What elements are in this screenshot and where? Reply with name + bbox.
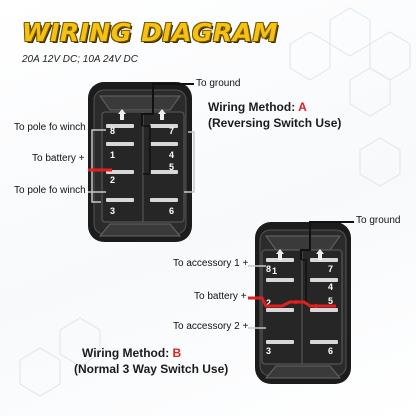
switch-b-usage: (Normal 3 Way Switch Use) [74, 362, 229, 376]
switch-a-ground-wire [141, 83, 194, 126]
switch-b-battery-wire [248, 296, 336, 308]
switch-b-pin-4 [310, 278, 338, 282]
switch-b-pin-label: 2 [266, 298, 271, 308]
switch-a-cross-wire [91, 129, 101, 203]
switch-a-label-pole-bottom: To pole fo winch [14, 185, 86, 196]
switch-b-pin-2 [266, 308, 294, 312]
switch-b-pin-label: 6 [328, 346, 333, 356]
switch-b-jumper-wire [302, 259, 307, 306]
switch-b-label-accessory-1: To accessory 1 + [173, 258, 249, 269]
switch-a-usage: (Reversing Switch Use) [208, 116, 342, 130]
switch-a-method-code: A [298, 100, 307, 114]
switch-b-battery-solder-point [294, 300, 298, 304]
switch-a-pin-label: 5 [169, 162, 174, 172]
switch-b-pin-3 [266, 340, 294, 344]
switch-a-pin-5 [150, 170, 178, 174]
switch-a-pin-6 [150, 198, 178, 202]
switch-a-pin-1 [106, 142, 134, 146]
switch-b-pin-7 [310, 258, 338, 262]
diagram-title: WIRING DIAGRAM [22, 18, 278, 47]
switch-a-label-pole-top: To pole fo winch [14, 122, 86, 133]
switch-b-pin-label: 4 [328, 282, 333, 292]
switch-b-pin-6 [310, 340, 338, 344]
switch-b-lamp-arrow-icon-left [276, 249, 284, 260]
switch-b-top-notch [265, 235, 341, 251]
switch-b-ground-wire [300, 221, 354, 260]
switch-b-pin-label: 3 [266, 346, 271, 356]
switch-b-pin-5 [310, 308, 338, 312]
switch-b-method-prefix: Wiring Method: [82, 346, 173, 360]
switch-b-pin-label: 7 [328, 264, 333, 274]
switch-b-pin-label: 5 [328, 296, 333, 306]
switch-b-pin-label: 1 [272, 266, 277, 276]
switch-a-pin-label: 7 [169, 126, 174, 136]
switch-a-lamp-arrow-icon-left [118, 109, 126, 120]
switch-a-pin-label: 4 [169, 150, 174, 160]
switch-a-lamp-arrow-icon-right [158, 109, 166, 120]
switch-b-method-code: B [172, 346, 182, 360]
switch-b-pin-1 [266, 278, 294, 282]
switch-b-battery-solder-point [314, 304, 318, 308]
switch-a-pin-label: 1 [110, 150, 115, 160]
switch-a-method-prefix: Wiring Method: [208, 100, 299, 114]
switch-a-pin-2 [106, 170, 134, 174]
switch-b-label-accessory-2: To accessory 2 + [173, 321, 249, 332]
switch-a-pin-label: 2 [110, 175, 115, 185]
switch-b-bottom-notch [264, 365, 342, 379]
switch-a-pin-7 [150, 124, 178, 128]
switch-a-pin-3 [106, 198, 134, 202]
switch-a-top-notch [99, 95, 181, 111]
switch-b-lamp-arrow-icon-right [316, 249, 324, 260]
switch-a-label-ground: To ground [196, 78, 241, 89]
switch-a-label-battery: To battery + [32, 153, 85, 164]
switch-b-pin-label: 8 [266, 264, 271, 274]
switch-a-pin-label: 8 [110, 126, 115, 136]
switch-a-bottom-notch [98, 223, 182, 237]
switch-b: 8 1 2 3 7 4 5 6 [255, 222, 351, 384]
rating-subtitle: 20A 12V DC; 10A 24V DC [22, 54, 138, 65]
switch-a: 8 1 2 3 7 4 5 6 [88, 82, 192, 242]
switch-a-cross-wire [184, 131, 195, 193]
switch-a-jumper-wire [143, 125, 151, 175]
switch-a-pin-label: 3 [110, 206, 115, 216]
switch-a-pin-4 [150, 142, 178, 146]
switch-a-pin-8 [106, 124, 134, 128]
switch-b-label-ground: To ground [356, 215, 401, 226]
switch-b-wiring-method: Wiring Method: B (Normal 3 Way Switch Us… [74, 346, 228, 376]
switch-a-wiring-method: Wiring Method: A (Reversing Switch Use) [208, 100, 341, 130]
switch-b-label-battery: To battery + [194, 291, 247, 302]
switch-a-pin-label: 6 [169, 206, 174, 216]
